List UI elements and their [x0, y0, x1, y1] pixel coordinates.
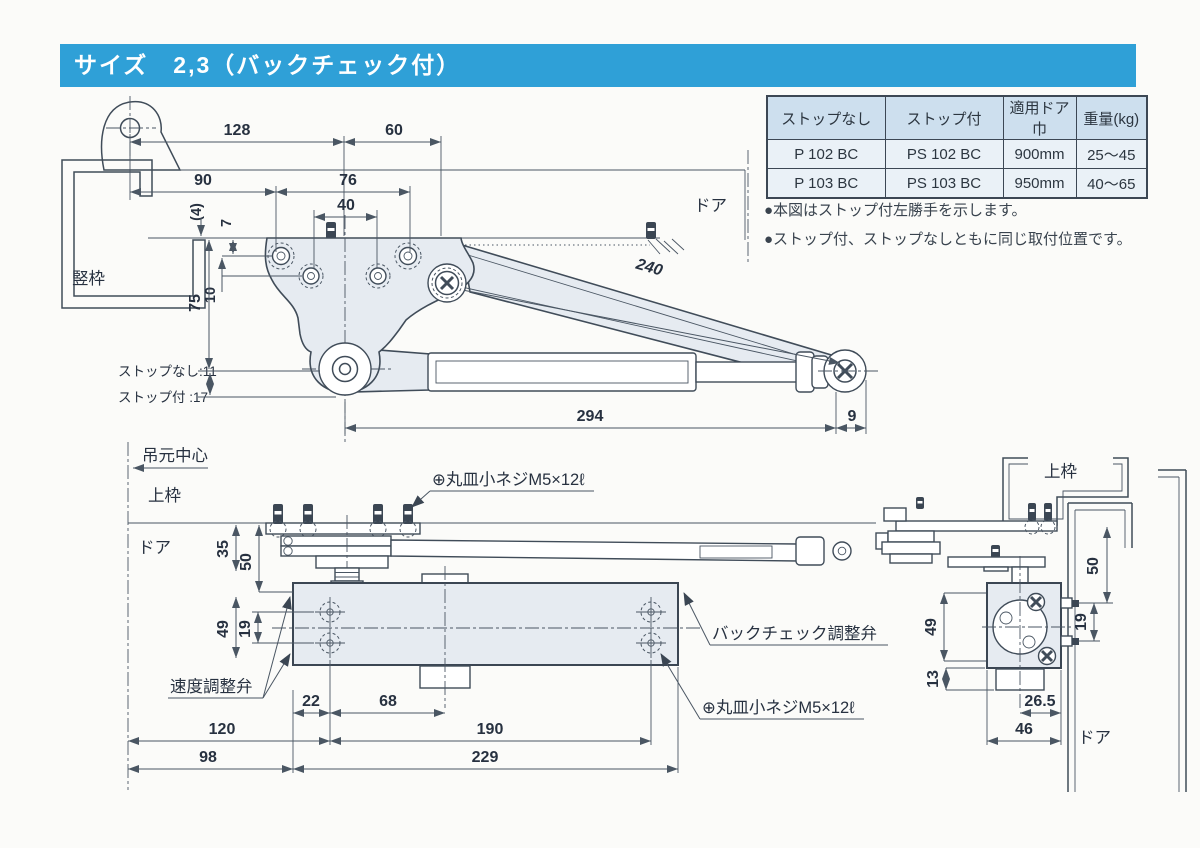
spec-cell: 900mm [1002, 139, 1077, 169]
body-holes [267, 242, 422, 289]
spec-cell: PS 102 BC [884, 139, 1004, 169]
spec-cell: P 103 BC [766, 168, 886, 199]
notes: ●本図はストップ付左勝手を示します。 ●ストップ付、ストップなしともに同じ取付位… [764, 196, 1184, 254]
backcheck-valve-label: バックチェック調整弁 [712, 624, 877, 643]
dim-68: 68 [379, 693, 397, 710]
top-view-door-label: ドア [694, 197, 727, 215]
top-view-frame-label: 竪枠 [72, 269, 105, 288]
dim-75: 75 [187, 294, 204, 312]
side-view-drawing: 上枠 ドア 50 19 49 [875, 457, 1187, 792]
dim-50-front: 50 [238, 553, 255, 571]
stop-none-label: ストップなし:11 [118, 364, 217, 379]
front-door-label: ドア [138, 539, 171, 557]
screw-label-bottom: ⊕丸皿小ネジM5×12ℓ [702, 698, 855, 717]
front-top-frame-label: 上枠 [148, 486, 181, 505]
spec-cell: P 102 BC [766, 139, 886, 169]
dim-49-front: 49 [215, 620, 232, 638]
spec-cell: 25〜45 [1075, 139, 1148, 169]
front-view-drawing: 吊元中心 上枠 ドア ⊕丸皿小ネジM5×12ℓ 35 50 [127, 442, 888, 790]
mounting-bolt [326, 222, 656, 239]
dim-19-front: 19 [237, 620, 254, 638]
page-title-bar: サイズ 2,3（バックチェック付） [60, 44, 1136, 87]
dim-50-side: 50 [1085, 557, 1102, 575]
dim-4: (4) [189, 203, 205, 221]
dim-35: 35 [215, 540, 232, 558]
screw-label-top: ⊕丸皿小ネジM5×12ℓ [432, 470, 585, 489]
spec-table: ストップなし ストップ付 適用ドア巾 重量(kg) P 102 BC PS 10… [766, 95, 1148, 199]
spec-cell: 40〜65 [1075, 168, 1148, 199]
dim-294: 294 [577, 408, 604, 425]
dim-60: 60 [385, 122, 403, 139]
dim-190: 190 [477, 721, 504, 738]
stop-with-label: ストップ付 :17 [118, 390, 208, 405]
note-line: ●本図はストップ付左勝手を示します。 [764, 202, 1027, 219]
dim-22: 22 [302, 693, 320, 710]
dim-98: 98 [199, 749, 217, 766]
spec-cell: PS 103 BC [884, 168, 1004, 199]
dim-49-side: 49 [923, 618, 940, 636]
dim-120: 120 [209, 721, 236, 738]
dim-240: 240 [633, 256, 664, 280]
top-view-drawing: 竪枠 ドア 240 [61, 96, 880, 442]
dim-7: 7 [219, 219, 235, 227]
spec-cell: 950mm [1002, 168, 1077, 199]
dim-10: 10 [203, 287, 219, 303]
note-line: ●ストップ付、ストップなしともに同じ取付位置です。 [764, 231, 1132, 248]
page-title: サイズ 2,3（バックチェック付） [74, 52, 462, 78]
dim-13: 13 [925, 670, 942, 688]
spec-row: P 102 BC PS 102 BC 900mm 25〜45 [766, 139, 1148, 169]
plate-screws [269, 504, 417, 538]
dim-128: 128 [224, 122, 251, 139]
dim-76: 76 [339, 172, 357, 189]
dim-229: 229 [472, 749, 499, 766]
dim-9: 9 [848, 408, 857, 425]
valve-screws [1060, 597, 1079, 647]
hinge-center-label: 吊元中心 [142, 446, 208, 465]
dim-90: 90 [194, 172, 212, 189]
dim-40: 40 [337, 197, 355, 214]
dim-19-side: 19 [1073, 613, 1090, 631]
body-mounting-holes [315, 597, 666, 658]
dim-26-5: 26.5 [1024, 693, 1055, 710]
speed-valve-label: 速度調整弁 [170, 677, 253, 696]
side-plate-screws [1024, 503, 1056, 535]
spec-header-door-width: 適用ドア巾 [1002, 95, 1077, 140]
dim-46: 46 [1015, 721, 1033, 738]
spec-header-weight: 重量(kg) [1075, 95, 1148, 140]
spec-row: P 103 BC PS 103 BC 950mm 40〜65 [766, 168, 1148, 199]
side-door-label: ドア [1078, 729, 1111, 747]
side-top-frame-label: 上枠 [1044, 462, 1077, 481]
spec-header-row: ストップなし ストップ付 適用ドア巾 重量(kg) [766, 95, 1148, 140]
